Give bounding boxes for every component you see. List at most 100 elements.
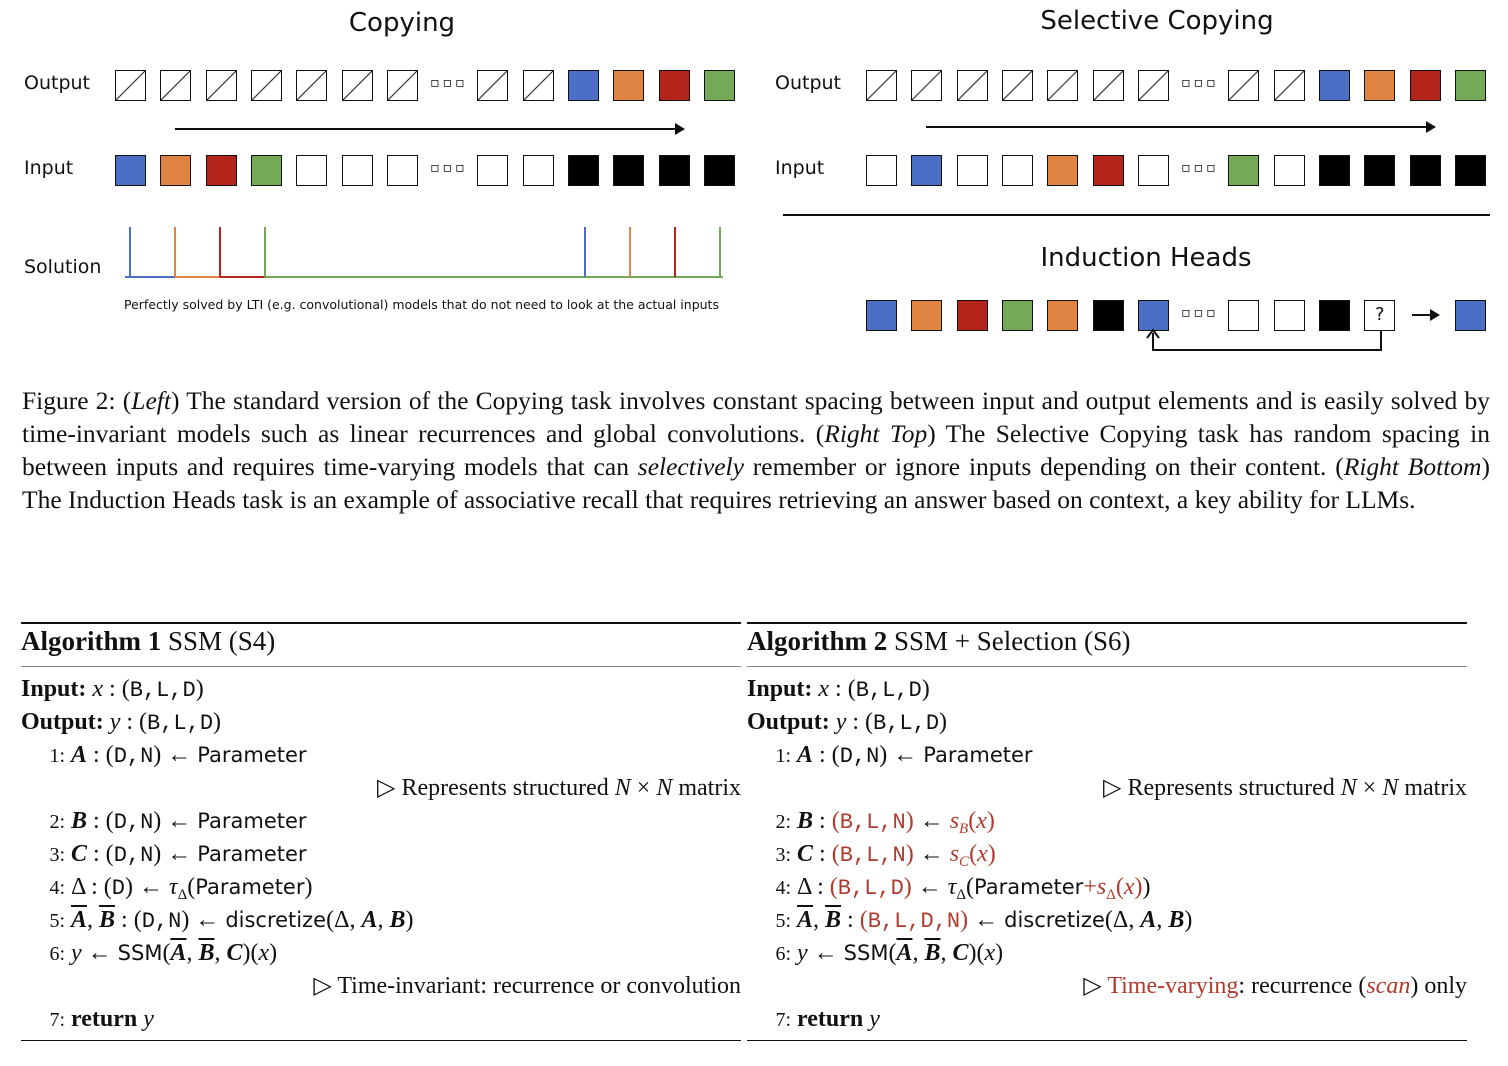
blank-output-token bbox=[1001, 70, 1033, 101]
text-run: B,L,D bbox=[873, 711, 940, 736]
text-run: + bbox=[1083, 874, 1097, 900]
text-run: ) bbox=[995, 940, 1004, 966]
text-run: x bbox=[1123, 874, 1135, 900]
text-run: Left bbox=[131, 386, 171, 415]
ellipsis: ▫▫▫ bbox=[430, 160, 468, 176]
token-o bbox=[613, 70, 645, 101]
blank-output-token bbox=[1092, 70, 1124, 101]
text-run: Right Bottom bbox=[1343, 452, 1482, 481]
blank-output-token bbox=[956, 70, 988, 101]
blank-output-token bbox=[911, 70, 943, 101]
algorithm-2: Algorithm 2 SSM + Selection (S6) Input: x… bbox=[747, 622, 1467, 1041]
text-run: Right Top bbox=[824, 419, 928, 448]
algorithm-title: Algorithm 2 SSM + Selection (S6) bbox=[747, 624, 1467, 667]
algorithm-comment: ▷ Represents structured N × N matrix bbox=[747, 772, 1467, 805]
text-run: , bbox=[186, 940, 199, 966]
algorithm-comment: ▷ Represents structured N × N matrix bbox=[21, 772, 741, 805]
panel-divider bbox=[783, 214, 1490, 216]
text-run: return bbox=[71, 1006, 138, 1032]
bottom-rule bbox=[747, 1040, 1467, 1041]
text-run: ( bbox=[859, 907, 868, 933]
text-run: , bbox=[940, 940, 953, 966]
text-run: ( bbox=[187, 874, 196, 900]
text-run: , bbox=[1156, 907, 1169, 933]
text-run: C bbox=[71, 841, 88, 867]
text-run: )( bbox=[242, 940, 259, 966]
blank-output-token bbox=[477, 70, 509, 101]
text-run: C bbox=[959, 854, 970, 870]
text-run: y bbox=[835, 709, 847, 735]
text-run: return bbox=[797, 1006, 864, 1032]
text-run: (Δ, bbox=[326, 907, 362, 933]
blank-output-token bbox=[1228, 70, 1260, 101]
text-run: A bbox=[797, 907, 814, 933]
copying-solution-plot bbox=[125, 227, 723, 278]
text-run: ) ← bbox=[153, 841, 198, 867]
white-token bbox=[1001, 155, 1033, 186]
white-token bbox=[1273, 155, 1305, 186]
blank-output-token bbox=[1047, 70, 1079, 101]
text-run: ) bbox=[986, 808, 995, 834]
text-run: scan bbox=[1366, 973, 1411, 999]
text-run: B,L,D bbox=[147, 711, 214, 736]
white-token bbox=[341, 155, 373, 186]
text-run: Output: bbox=[21, 709, 104, 735]
blank-output-token bbox=[866, 70, 897, 101]
text-run: Δ bbox=[956, 887, 967, 903]
token-g bbox=[1454, 70, 1486, 101]
black-token bbox=[703, 155, 735, 186]
algorithm-line: 3:C : (B,L,N) ← sC(x) bbox=[747, 838, 1467, 871]
white-token bbox=[386, 155, 418, 186]
text-run: A bbox=[361, 907, 378, 933]
text-run: ) ← bbox=[879, 742, 924, 768]
text-run: ) The Induction Heads task is an example… bbox=[22, 452, 1490, 514]
text-run: ( bbox=[888, 940, 897, 966]
text-run: D,N bbox=[113, 843, 154, 868]
ellipsis: ▫▫▫ bbox=[430, 75, 468, 91]
text-run: C bbox=[797, 841, 814, 867]
blank-output-token bbox=[1273, 70, 1305, 101]
algorithm-line: 4:Δ : (B,L,D) ← τΔ(Parameter+sΔ(x)) bbox=[747, 871, 1467, 904]
copying-output-label: Output bbox=[24, 72, 90, 94]
bottom-rule bbox=[21, 1040, 741, 1041]
ellipsis: ▫▫▫ bbox=[1181, 160, 1219, 176]
text-run: ▷ bbox=[1083, 973, 1108, 999]
algorithm-comment: ▷ Time-varying: recurrence (scan) only bbox=[747, 970, 1467, 1003]
text-run: A bbox=[1140, 907, 1157, 933]
text-run: B,L,D bbox=[129, 678, 196, 703]
text-run: , bbox=[87, 907, 100, 933]
token-g bbox=[1228, 155, 1260, 186]
text-run: C bbox=[226, 940, 243, 966]
token-r bbox=[956, 300, 988, 331]
text-run: D bbox=[111, 876, 125, 901]
text-run: Input: bbox=[747, 676, 813, 702]
token-b bbox=[911, 155, 943, 186]
induction-recall-arrow bbox=[1146, 328, 1382, 351]
ellipsis: ▫▫▫ bbox=[1181, 75, 1219, 91]
white-token bbox=[956, 155, 988, 186]
text-run: × bbox=[630, 775, 657, 801]
text-run: Time-varying bbox=[1107, 973, 1239, 999]
text-run: N bbox=[1382, 775, 1399, 801]
text-run: ▷ Time-invariant: recurrence or convolut… bbox=[313, 973, 741, 999]
text-run: B,L,D bbox=[855, 678, 922, 703]
text-run: x bbox=[977, 841, 988, 867]
text-run: : ( bbox=[87, 808, 114, 834]
blank-output-token bbox=[205, 70, 237, 101]
line-number: 3: bbox=[49, 844, 65, 866]
white-token bbox=[866, 155, 897, 186]
algorithm-line: 7:return y bbox=[21, 1003, 741, 1036]
text-run: N bbox=[614, 775, 631, 801]
algorithm-line: 5:A, B : (B,L,D,N) ← discretize(Δ, A, B) bbox=[747, 904, 1467, 937]
algorithm-1: Algorithm 1 SSM (S4)Input: x : (B,L,D)Ou… bbox=[21, 622, 741, 1041]
text-run: matrix bbox=[672, 775, 741, 801]
text-run: y bbox=[869, 1006, 880, 1032]
text-run: : ( bbox=[115, 907, 142, 933]
token-r bbox=[205, 155, 237, 186]
text-run: Parameter bbox=[923, 743, 1033, 767]
text-run: ) bbox=[1184, 907, 1193, 933]
line-number: 4: bbox=[775, 877, 791, 899]
black-token bbox=[1319, 300, 1350, 331]
token-b bbox=[568, 70, 599, 101]
algorithm-line: 2:B : (B,L,N) ← sB(x) bbox=[747, 805, 1467, 838]
